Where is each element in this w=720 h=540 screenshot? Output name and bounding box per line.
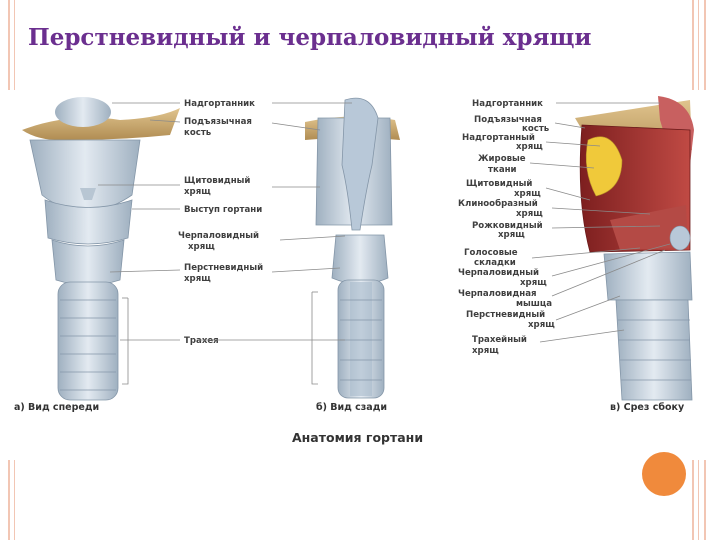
figure-caption: Анатомия гортани: [292, 430, 423, 445]
caption-front-view: а) Вид спереди: [14, 402, 99, 413]
label-epiglottis-side: Надгортанник: [472, 99, 543, 109]
label-corniculate-1: Рожковидный: [472, 221, 543, 231]
label-epiglottic-cart-1: Надгортанный: [462, 133, 535, 143]
decor-line-left-bottom: [8, 460, 10, 540]
label-thyroid-side-1: Щитовидный: [466, 179, 532, 189]
side-view-labels: Надгортанник Подъязычная кость Надгортан…: [458, 99, 671, 356]
decor-line-left: [8, 0, 10, 90]
side-view-illustration: [575, 96, 694, 401]
label-thyroid-front-2: хрящ: [184, 187, 211, 197]
back-view-leaders: [122, 102, 352, 385]
decor-line-left-2: [14, 0, 15, 90]
slide-title: Перстневидный и черпаловидный хрящи: [28, 24, 592, 51]
label-hyoid-side-2: кость: [522, 124, 550, 134]
decor-line-left-bottom-2: [14, 460, 15, 540]
label-trachea-front: Трахея: [184, 336, 219, 346]
label-cricoid-front-2: хрящ: [184, 274, 211, 284]
label-tracheal-cart-1: Трахейный: [472, 335, 527, 345]
label-laryngeal-prominence: Выступ гортани: [184, 205, 262, 215]
label-cuneiform-2: хрящ: [516, 209, 543, 219]
label-vocal-folds-2: складки: [474, 258, 516, 268]
label-corniculate-2: хрящ: [498, 230, 525, 240]
front-view-labels: Надгортанник Подъязычная кость Щитовидны…: [98, 99, 263, 346]
caption-back-view: б) Вид сзади: [316, 402, 387, 413]
label-arytenoid-side-1: Черпаловидный: [458, 268, 539, 278]
label-fat-tissue-2: ткани: [488, 165, 517, 175]
label-hyoid-front-1: Подъязычная: [184, 117, 252, 127]
label-cuneiform-1: Клинообразный: [458, 198, 538, 209]
label-tracheal-cart-2: хрящ: [472, 346, 499, 356]
decor-line-right-2: [698, 0, 699, 90]
label-arytenoid-muscle-2: мышца: [516, 299, 552, 309]
label-thyroid-front-1: Щитовидный: [184, 176, 250, 186]
caption-side-view: в) Срез сбоку: [610, 402, 685, 413]
label-hyoid-side-1: Подъязычная: [474, 115, 542, 125]
label-fat-tissue-1: Жировые: [478, 154, 526, 164]
label-arytenoid-front-2: хрящ: [188, 242, 215, 252]
label-arytenoid-muscle-1: Черпаловидная: [458, 289, 537, 299]
label-epiglottic-cart-2: хрящ: [516, 142, 543, 152]
label-arytenoid-side-2: хрящ: [520, 278, 547, 288]
label-vocal-folds-1: Голосовые: [464, 248, 518, 258]
decor-line-right-bottom-2: [698, 460, 699, 540]
label-hyoid-front-2: кость: [184, 128, 212, 138]
front-view-illustration: [22, 97, 180, 401]
decor-line-right-3: [704, 0, 706, 90]
decor-line-right-bottom: [692, 460, 694, 540]
label-epiglottis-front: Надгортанник: [184, 99, 255, 109]
label-cricoid-side-1: Перстневидный: [466, 310, 545, 320]
label-cricoid-front-1: Перстневидный: [184, 263, 263, 273]
decorative-orange-circle: [642, 452, 686, 496]
label-cricoid-side-2: хрящ: [528, 320, 555, 330]
label-thyroid-side-2: хрящ: [514, 189, 541, 199]
back-view-illustration: [305, 97, 400, 399]
decor-line-right: [692, 0, 694, 90]
decor-line-right-bottom-3: [704, 460, 706, 540]
label-arytenoid-front-1: Черпаловидный: [178, 231, 259, 241]
